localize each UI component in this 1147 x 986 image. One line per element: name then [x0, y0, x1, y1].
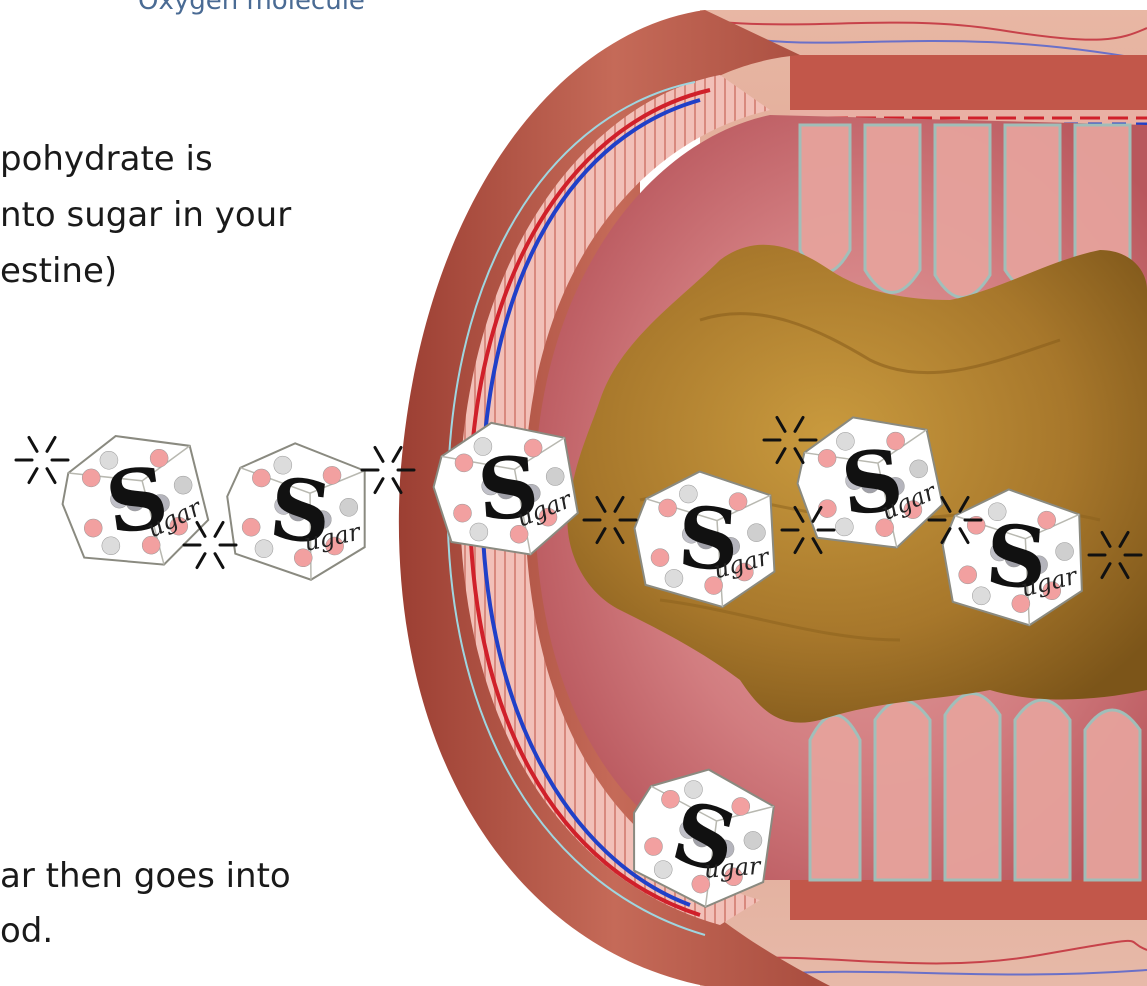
sugar-word: ugar	[703, 852, 763, 884]
oxygen-molecule-label: Oxygen molecule	[138, 0, 365, 16]
sugar-molecule: Sugar	[54, 425, 213, 577]
bond-burst-marks	[16, 437, 68, 482]
sugar-molecule: Sugar	[219, 437, 374, 585]
carbohydrate-caption: pohydrate is nto sugar in your estine)	[0, 131, 291, 299]
sugar-into-blood-caption: ar then goes into od.	[0, 849, 291, 959]
